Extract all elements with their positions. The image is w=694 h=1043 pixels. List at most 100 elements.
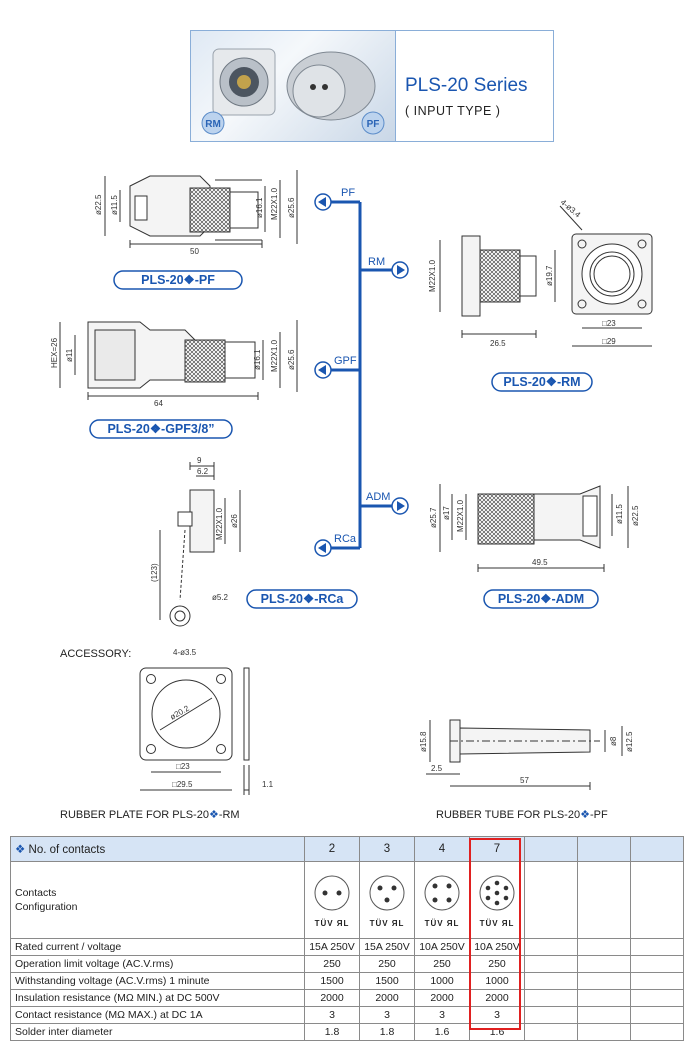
contacts-2: 2 — [304, 836, 360, 862]
row-value: 1.8 — [359, 1023, 415, 1041]
empty-cell — [577, 972, 631, 990]
plate-caption-diamond-icon: ❖ — [209, 809, 219, 821]
empty-cell — [630, 938, 684, 956]
dim-rm-len: 26.5 — [490, 339, 506, 348]
drawing-rm-front — [559, 205, 653, 347]
dim-gpf-d2: ø16.1 — [253, 349, 262, 370]
row-value: 250 — [304, 955, 360, 973]
row-value: 1000 — [414, 972, 470, 990]
config-label-1: Contacts — [15, 887, 57, 899]
row-value: 10A 250V — [414, 938, 470, 956]
dim-pf-d3: ø16.1 — [255, 197, 264, 218]
model-label-adm: PLS-20❖-ADM — [498, 592, 584, 606]
label-gpf-frame — [89, 419, 233, 439]
empty-cell — [524, 1023, 578, 1041]
dim-tube-len: 57 — [520, 776, 529, 785]
empty-cell — [524, 989, 578, 1007]
pin-layout-3: TÜV ЯL — [359, 861, 415, 939]
contacts-3: 3 — [359, 836, 415, 862]
dim-plate-sq1: □23 — [176, 762, 190, 771]
empty-cell — [577, 1006, 631, 1024]
header-label-cell: ❖ No. of contacts — [10, 836, 305, 862]
arrow-gpf-icon — [314, 361, 332, 379]
dim-rm-thread: M22X1.0 — [428, 259, 437, 292]
drawing-pf — [104, 170, 298, 248]
branch-arrows — [314, 193, 409, 557]
row-value: 1500 — [304, 972, 360, 990]
dim-adm-d3: M22X1.0 — [456, 499, 465, 532]
dim-rca-ring: ø5.2 — [212, 593, 229, 602]
empty-cell — [577, 836, 631, 862]
header-label: No. of contacts — [28, 844, 106, 856]
branch-label-pf: PF — [341, 187, 355, 199]
row-value: 3 — [304, 1006, 360, 1024]
row-label: Contact resistance (MΩ MAX.) at DC 1A — [10, 1006, 305, 1024]
row-label: Operation limit voltage (AC.V.rms) — [10, 955, 305, 973]
branch-label-rca: RCa — [334, 533, 357, 545]
model-label-gpf: PLS-20❖-GPF3/8” — [107, 422, 214, 436]
pin-layout-2: TÜV ЯL — [304, 861, 360, 939]
empty-cell — [577, 861, 631, 939]
dim-tube-l1: 2.5 — [431, 764, 443, 773]
branch-label-gpf: GPF — [334, 355, 357, 367]
tube-caption-post: -PF — [590, 809, 608, 821]
row-value: 1.8 — [304, 1023, 360, 1041]
empty-cell — [577, 938, 631, 956]
table-header-row: ❖ No. of contacts 2 3 4 7 — [10, 836, 684, 862]
table-row: Insulation resistance (MΩ MIN.) at DC 50… — [10, 989, 684, 1007]
pin-diagram-4-icon — [424, 875, 460, 910]
dim-pf-d1: ø22.5 — [94, 194, 103, 215]
empty-cell — [577, 989, 631, 1007]
connector-photo-art: RM PF — [201, 48, 385, 135]
tube-caption-pre: RUBBER TUBE FOR PLS-20 — [436, 809, 580, 821]
row-value: 1500 — [359, 972, 415, 990]
row-value: 3 — [414, 1006, 470, 1024]
empty-cell — [630, 1006, 684, 1024]
dim-gpf-d1: ø11 — [65, 348, 74, 362]
label-adm-frame — [483, 589, 599, 609]
label-pf-frame — [113, 270, 243, 290]
ul-mark-icon: ЯL — [446, 918, 460, 928]
empty-cell — [630, 955, 684, 973]
drawing-rubber-tube — [426, 719, 623, 790]
drawing-adm — [439, 484, 629, 572]
badge-pf: PF — [367, 119, 380, 130]
row-label: Solder inter diameter — [10, 1023, 305, 1041]
row-value: 2000 — [414, 989, 470, 1007]
row-value: 3 — [359, 1006, 415, 1024]
empty-cell — [524, 955, 578, 973]
dim-pf-d4: M22X1.0 — [270, 187, 279, 220]
row-value: 1000 — [469, 972, 525, 990]
dim-rm-d1: ø19.7 — [545, 265, 554, 286]
drawing-rubber-plate — [139, 667, 250, 795]
spec-table: ❖ No. of contacts 2 3 4 7 Contacts Confi… — [10, 836, 684, 1041]
arrow-pf-icon — [314, 193, 332, 211]
dim-pf-len: 50 — [190, 247, 199, 256]
branch-label-rm: RM — [368, 256, 385, 268]
pin-diagram-3-icon — [369, 875, 405, 910]
branch-label-adm: ADM — [366, 491, 390, 503]
model-label-rm: PLS-20❖-RM — [503, 375, 580, 389]
series-title: PLS-20 Series — [405, 75, 528, 96]
dim-gpf-d3: M22X1.0 — [270, 339, 279, 372]
dim-gpf-d4: ø25.6 — [287, 349, 296, 370]
drawing-rm-side — [439, 235, 556, 338]
row-value: 2000 — [304, 989, 360, 1007]
drawings-canvas: PF RM GPF ADM RCa ø22.5 ø11.5 ø16.1 M22X… — [50, 170, 653, 821]
empty-cell — [630, 989, 684, 1007]
dim-tube-d1: ø15.8 — [419, 731, 428, 752]
dim-plate-holes: 4-ø3.5 — [173, 648, 197, 657]
row-value: 250 — [359, 955, 415, 973]
row-value: 1.6 — [414, 1023, 470, 1041]
tuv-mark-icon: TÜV — [314, 918, 334, 928]
row-value: 2000 — [359, 989, 415, 1007]
empty-cell — [630, 972, 684, 990]
dim-rca-d2: ø26 — [230, 514, 239, 528]
row-label: Insulation resistance (MΩ MIN.) at DC 50… — [10, 989, 305, 1007]
pin-layout-4: TÜV ЯL — [414, 861, 470, 939]
drawing-rca — [159, 462, 241, 627]
plate-caption-pre: RUBBER PLATE FOR PLS-20 — [60, 809, 209, 821]
empty-cell — [630, 836, 684, 862]
